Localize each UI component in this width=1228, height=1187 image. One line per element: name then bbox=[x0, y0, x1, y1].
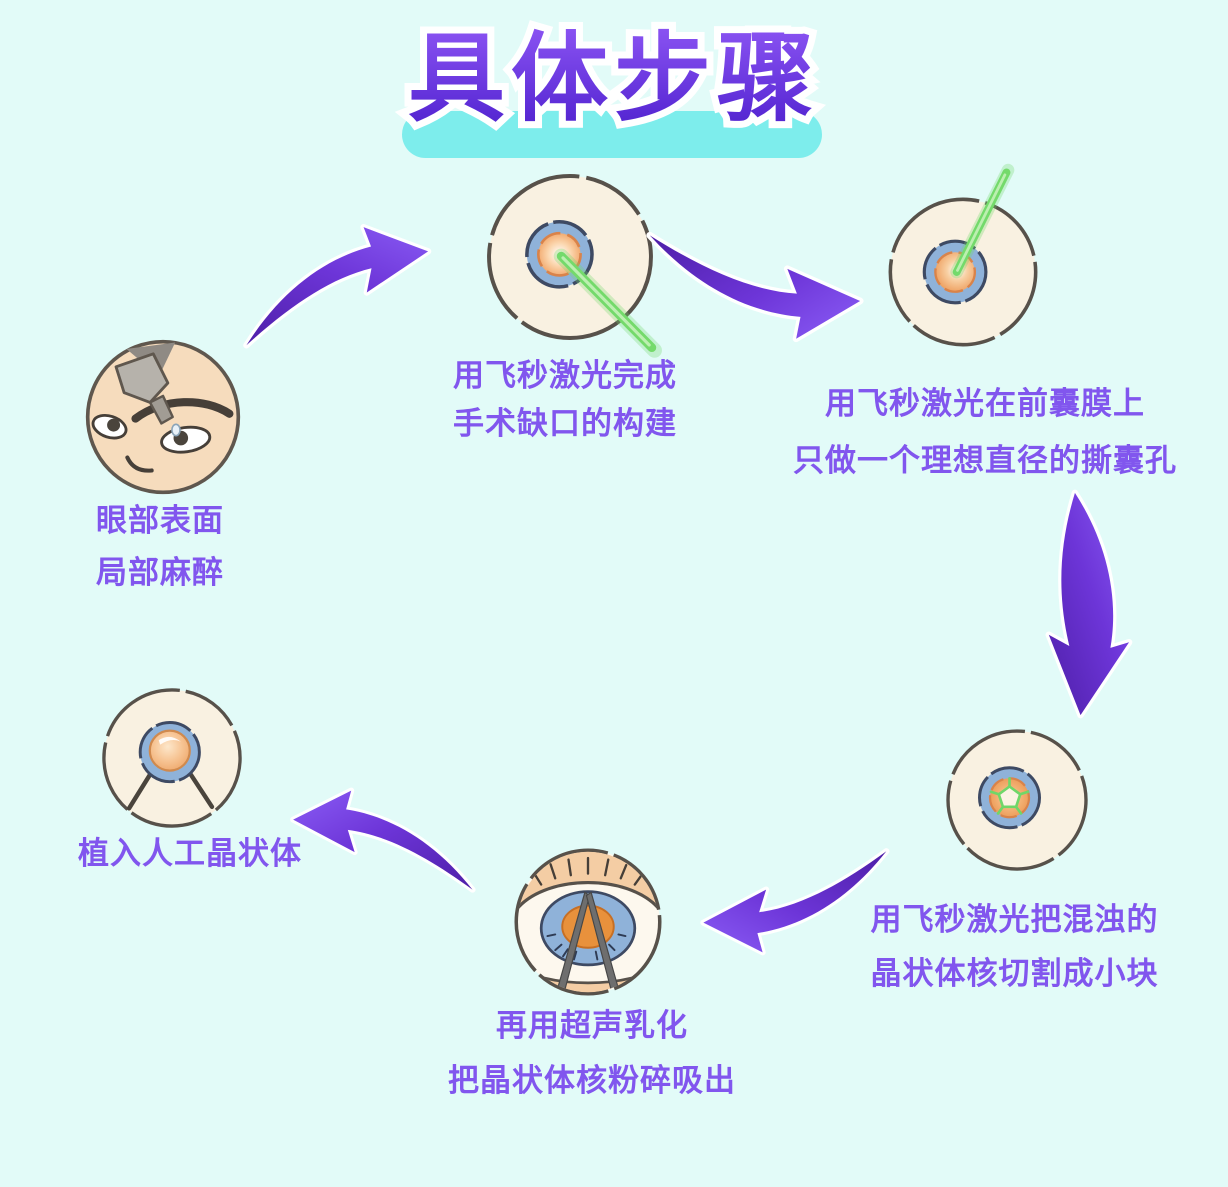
eye-iol-implant-illustration bbox=[98, 684, 246, 832]
caption-line: 用飞秒激光在前囊膜上 bbox=[825, 386, 1145, 421]
curved-arrow-icon bbox=[698, 846, 890, 968]
eye-pentagon-cut-illustration bbox=[942, 725, 1092, 875]
caption-line: 眼部表面 bbox=[96, 503, 224, 538]
eye-tweezers-illustration bbox=[510, 844, 666, 1000]
page-title-outline: 具体步骤 bbox=[0, 14, 1228, 144]
eye-laser-incision-icon bbox=[487, 174, 662, 358]
eye-iol-implant-icon bbox=[102, 688, 242, 828]
curved-arrow-icon bbox=[645, 215, 869, 367]
eye-tweezers-icon bbox=[514, 848, 662, 996]
caption-fragmentation: 用飞秒激光把混浊的 晶状体核切割成小块 bbox=[827, 893, 1202, 1001]
curved-arrow-anesthesia-to-incision bbox=[230, 204, 442, 351]
caption-line: 再用超声乳化 bbox=[496, 1008, 688, 1043]
caption-line: 把晶状体核粉碎吸出 bbox=[448, 1063, 736, 1098]
caption-line: 只做一个理想直径的撕囊孔 bbox=[793, 443, 1177, 478]
eye-laser-capsule-illustration bbox=[884, 163, 1042, 351]
caption-line: 植入人工晶状体 bbox=[78, 836, 302, 871]
caption-anesthesia: 眼部表面 局部麻醉 bbox=[40, 495, 280, 599]
caption-incision: 用飞秒激光完成 手术缺口的构建 bbox=[385, 352, 745, 448]
face-eyedrop-illustration bbox=[82, 336, 244, 498]
curved-arrow-icon bbox=[288, 775, 476, 895]
caption-capsulotomy: 用飞秒激光在前囊膜上 只做一个理想直径的撕囊孔 bbox=[770, 375, 1200, 489]
eye-laser-capsule-icon bbox=[888, 163, 1038, 347]
face-eyedrop-icon bbox=[85, 339, 241, 495]
eye-laser-incision-illustration bbox=[482, 169, 662, 358]
curved-arrow-fragmentation-to-phaco bbox=[698, 846, 890, 968]
curved-arrow-icon bbox=[230, 204, 442, 351]
eye-pentagon-cut-icon bbox=[946, 729, 1088, 871]
page-title: 具体步骤 bbox=[0, 14, 1228, 144]
curved-arrow-incision-to-capsulotomy bbox=[645, 215, 869, 367]
caption-line: 局部麻醉 bbox=[96, 555, 224, 590]
caption-line: 晶状体核切割成小块 bbox=[870, 956, 1159, 991]
curved-arrow-icon bbox=[1032, 487, 1144, 721]
caption-line: 手术缺口的构建 bbox=[453, 406, 677, 441]
curved-arrow-phaco-to-iol bbox=[288, 775, 476, 895]
caption-phaco: 再用超声乳化 把晶状体核粉碎吸出 bbox=[402, 998, 782, 1108]
title-highlight-pill bbox=[402, 111, 822, 158]
page-title-block: 具体步骤 具体步骤 bbox=[0, 14, 1228, 164]
caption-iol: 植入人工晶状体 bbox=[45, 828, 335, 880]
curved-arrow-capsulotomy-to-fragmentation bbox=[1032, 487, 1144, 721]
caption-line: 用飞秒激光完成 bbox=[453, 358, 677, 393]
caption-line: 用飞秒激光把混浊的 bbox=[870, 902, 1159, 937]
